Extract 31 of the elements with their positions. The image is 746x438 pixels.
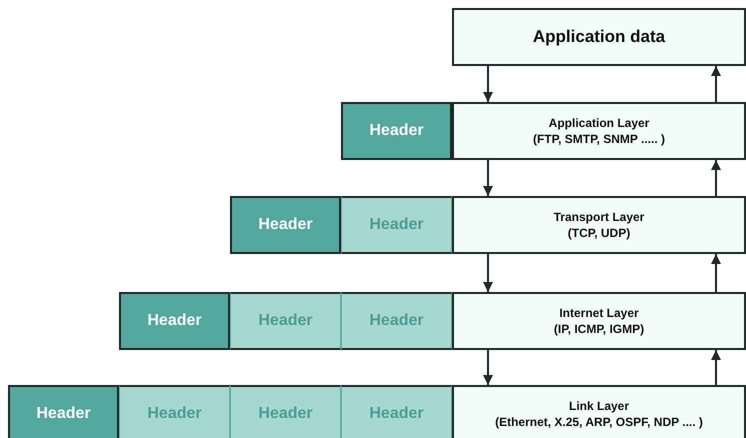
protocol-list: (TCP, UDP) <box>568 225 630 241</box>
header-segment: Header <box>341 102 452 160</box>
header-segment: Header <box>8 385 119 438</box>
header-segment: Header <box>119 292 230 350</box>
arrow <box>483 160 493 196</box>
arrow <box>483 254 493 292</box>
header-segment: Header <box>230 292 341 350</box>
protocol-list: (Ethernet, X.25, ARP, OSPF, NDP .... ) <box>495 414 703 430</box>
layer-box <box>452 385 746 438</box>
header-segment: Header <box>119 385 230 438</box>
protocol-list: (IP, ICMP, IGMP) <box>554 321 644 337</box>
header-segment: Header <box>341 292 452 350</box>
layer-box <box>452 292 746 350</box>
arrow <box>711 160 721 196</box>
layer-title: Internet Layer <box>559 305 639 321</box>
data-box: Application data <box>452 8 746 66</box>
header-segment: Header <box>230 385 341 438</box>
layer-title: Application Layer <box>548 115 650 131</box>
header-segment: Header <box>341 196 452 254</box>
header-segment: Header <box>230 196 341 254</box>
arrow <box>711 66 721 102</box>
layer-title: Link Layer <box>568 398 630 414</box>
layer-box <box>452 196 746 254</box>
arrow <box>711 350 721 385</box>
layer-title: Transport Layer <box>554 209 644 225</box>
layer-box <box>452 102 746 160</box>
arrow <box>483 350 493 385</box>
header-segment: Header <box>341 385 452 438</box>
arrow <box>711 254 721 292</box>
arrow <box>483 66 493 102</box>
protocol-list: (FTP, SMTP, SNMP ..... ) <box>532 131 666 147</box>
